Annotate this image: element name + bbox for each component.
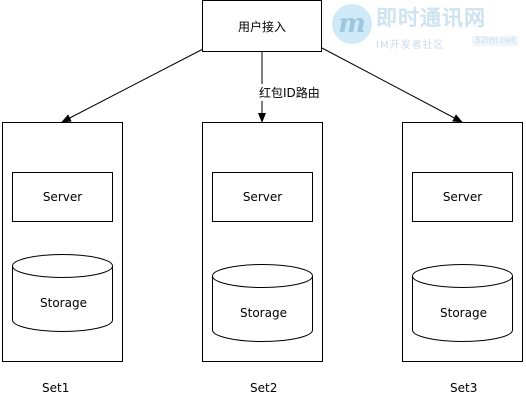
- arrow-to-set3: [321, 47, 463, 123]
- set2-server-label: Server: [242, 190, 283, 204]
- user-access-node: 用户接入: [202, 0, 322, 52]
- set1-name: Set1: [42, 381, 70, 395]
- set3-server: Server: [412, 172, 513, 222]
- watermark-site: 52im.net: [472, 36, 519, 46]
- arrow-to-set1: [61, 47, 206, 123]
- logo-m-icon: m: [332, 4, 372, 44]
- watermark-subtitle: IM开发者社区: [376, 40, 445, 51]
- set2-server: Server: [212, 172, 313, 222]
- set2-storage-label: Storage: [240, 306, 287, 320]
- user-access-label: 用户接入: [237, 19, 286, 34]
- set1-storage-label: Storage: [40, 296, 87, 310]
- set3-server-label: Server: [442, 190, 483, 204]
- set3-storage-label: Storage: [440, 306, 487, 320]
- set2-storage-cylinder: [212, 264, 313, 342]
- set3-name: Set3: [450, 381, 478, 395]
- set3-storage-cylinder: [412, 264, 513, 342]
- watermark-title: 即时通讯网: [376, 6, 486, 30]
- set1-server: Server: [12, 172, 113, 222]
- set1-server-label: Server: [42, 190, 83, 204]
- set2-name: Set2: [250, 381, 278, 395]
- edge-label-redpacket-route: 红包ID路由: [258, 84, 321, 101]
- watermark-logo: m 即时通讯网 IM开发者社区 52im.net: [332, 2, 526, 54]
- set1-storage-cylinder: [12, 254, 113, 332]
